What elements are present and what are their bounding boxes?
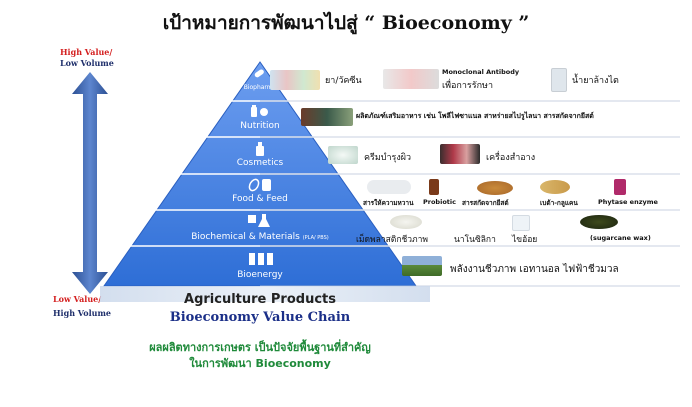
phytase-label: Phytase enzyme: [598, 198, 658, 206]
flask-icon: [248, 214, 270, 227]
level-bioenergy-label: Bioenergy: [237, 270, 283, 280]
sugarcane-wax-image: [580, 215, 618, 229]
value-volume-arrow: [72, 72, 108, 294]
cosmetic-bottle-icon: [256, 142, 264, 156]
base-line3: ผลผลิตทางการเกษตร เป็นปัจจัยพื้นฐานที่สำ…: [149, 341, 371, 354]
axis-top-line2: Low Volume: [60, 58, 114, 68]
bioenergy-image: [402, 256, 442, 276]
probiotic-label: Probiotic: [423, 198, 456, 206]
dialysis-image: [551, 68, 567, 92]
axis-bottom-line2: High Volume: [53, 308, 112, 318]
bioplastic-label: เม็ดพลาสติกชีวภาพ: [356, 235, 428, 245]
row-separators: [260, 100, 680, 287]
base-line1: Agriculture Products: [184, 292, 336, 307]
nanosilica-image: [512, 215, 530, 231]
axis-bottom-line1: Low Value/: [53, 294, 102, 304]
sugarcane-wax-sublabel: (sugarcane wax): [590, 234, 651, 242]
sweetener-image: [367, 180, 411, 194]
cream-label: ครีมบำรุงผิว: [364, 153, 412, 163]
vaccine-label: ยา/วัคซีน: [325, 76, 362, 86]
sugarcane-wax-label: ไขอ้อย: [512, 235, 538, 245]
level-food-feed-label: Food & Feed: [232, 194, 288, 204]
yeast-extract-label: สารสกัดจากยีสต์: [462, 199, 509, 207]
phytase-image: [614, 179, 626, 195]
antibody-label-line2: เพื่อการรักษา: [442, 81, 494, 91]
fuel-icon: [249, 253, 273, 265]
makeup-image: [440, 144, 480, 164]
yeast-extract-image: [477, 181, 513, 195]
supplement-image: [301, 108, 353, 126]
level-nutrition-label: Nutrition: [240, 121, 280, 131]
bioenergy-text: พลังงานชีวภาพ เอทานอล ไฟฟ้าชีวมวล: [450, 264, 619, 275]
base-band: [100, 286, 430, 302]
bottle-icon: [251, 105, 268, 117]
nanosilica-label: นาโนซิลิกา: [454, 235, 496, 245]
base-line2: Bioeconomy Value Chain: [169, 310, 351, 325]
beta-glucan-label: เบต้า-กลูแคน: [540, 199, 578, 207]
antibody-label-line1: Monoclonal Antibody: [442, 68, 520, 76]
level-cosmetics-label: Cosmetics: [236, 158, 284, 168]
food-can-icon: [248, 178, 271, 192]
beta-glucan-image: [540, 180, 570, 194]
axis-top-line1: High Value/: [60, 47, 113, 57]
level-biochem-sublabel: (PLA/ PBS): [302, 235, 329, 241]
makeup-label: เครื่องสำอาง: [486, 153, 536, 163]
sweetener-label: สารให้ความหวาน: [363, 199, 414, 207]
cream-image: [328, 146, 358, 164]
dialysis-label: น้ำยาล้างไต: [572, 76, 619, 86]
bioplastic-image: [390, 215, 422, 229]
base-line4: ในการพัฒนา Bioeconomy: [189, 357, 331, 370]
level-biochem-label-text: Biochemical & Materials: [191, 232, 300, 242]
level-biopharma-label: Biopharma: [243, 84, 277, 91]
level-biochem-label: Biochemical & Materials (PLA/ PBS): [160, 232, 360, 242]
vaccine-image: [270, 70, 320, 90]
probiotic-image: [429, 179, 439, 195]
antibody-image: [383, 69, 439, 89]
page-title: เป้าหมายการพัฒนาไปสู่ “ Bioeconomy ”: [162, 12, 530, 34]
nutrition-text: ผลิตภัณฑ์เสริมอาหาร เช่น โพลีไฟซาแนล สาห…: [356, 112, 594, 120]
capsule-icon: [254, 69, 264, 78]
